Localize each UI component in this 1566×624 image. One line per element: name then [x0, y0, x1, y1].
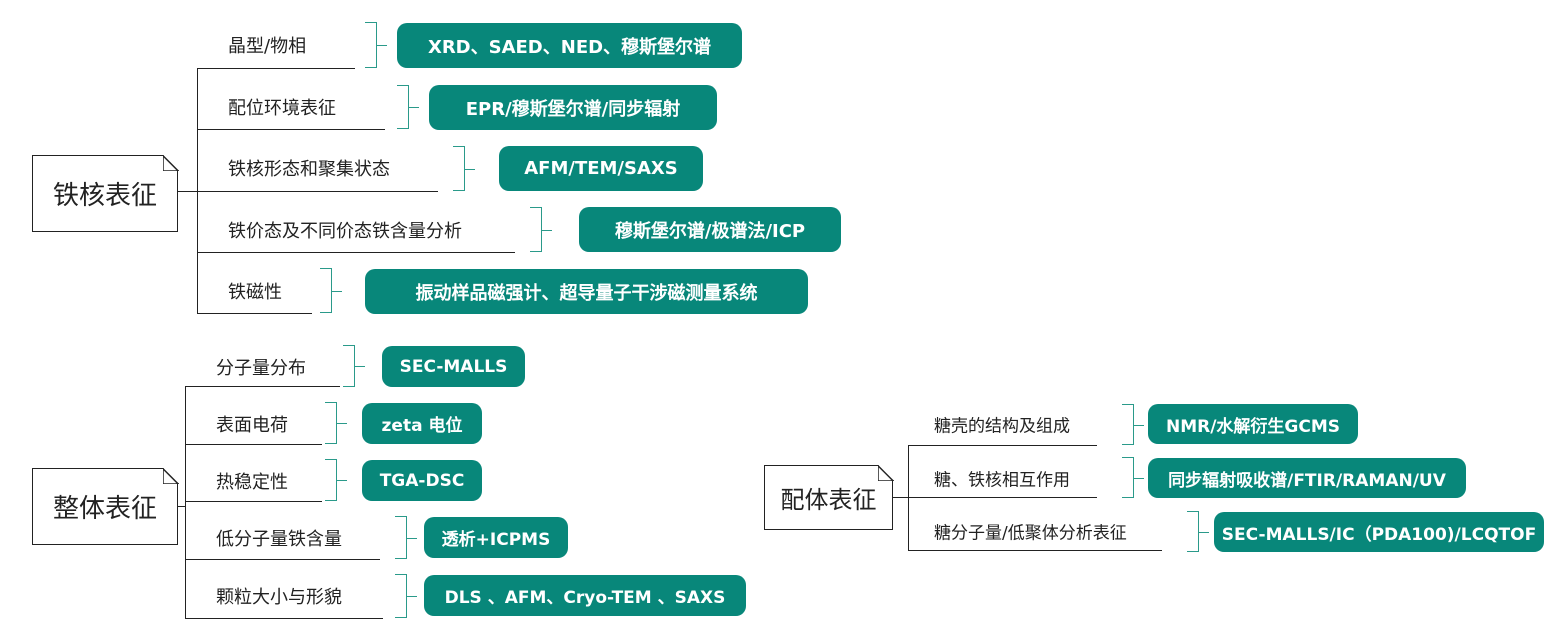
summary-bracket	[530, 207, 542, 252]
bracket-tick	[1134, 424, 1144, 426]
method-tag[interactable]: TGA-DSC	[362, 460, 482, 501]
root-topic-node[interactable]: 配体表征	[764, 464, 894, 530]
method-tag[interactable]: SEC-MALLS/IC（PDA100)/LCQTOF	[1214, 512, 1544, 552]
branch-underline	[185, 559, 380, 560]
summary-bracket	[1122, 457, 1134, 498]
method-tag[interactable]: XRD、SAED、NED、穆斯堡尔谱	[397, 23, 742, 68]
bracket-tick	[337, 480, 347, 481]
bracket-tick	[409, 107, 419, 108]
branch-underline	[185, 501, 322, 502]
root-topic-title: 铁核表征	[52, 181, 157, 211]
branch-underline	[197, 313, 312, 314]
root-connector	[893, 497, 908, 498]
method-tag[interactable]: NMR/水解衍生GCMS	[1148, 404, 1358, 444]
branch-label[interactable]: 颗粒大小与形貌	[216, 587, 342, 608]
method-tag[interactable]: SEC-MALLS	[382, 346, 525, 387]
branch-label[interactable]: 表面电荷	[216, 415, 288, 436]
branch-trunk-line	[197, 68, 198, 313]
branch-label[interactable]: 分子量分布	[216, 358, 306, 379]
branch-label[interactable]: 配位环境表征	[228, 98, 336, 119]
branch-label[interactable]: 铁磁性	[228, 282, 282, 303]
method-tag[interactable]: DLS 、AFM、Cryo-TEM 、SAXS	[424, 575, 746, 616]
summary-bracket	[365, 22, 377, 68]
method-tag[interactable]: 透析+ICPMS	[424, 517, 568, 558]
branch-underline	[185, 444, 322, 445]
branch-underline	[197, 68, 355, 69]
branch-label[interactable]: 低分子量铁含量	[216, 529, 342, 550]
folded-corner-icon	[877, 464, 894, 481]
branch-label[interactable]: 糖分子量/低聚体分析表征	[934, 523, 1127, 544]
branch-label[interactable]: 铁价态及不同价态铁含量分析	[228, 221, 462, 242]
method-tag[interactable]: 振动样品磁强计、超导量子干涉磁测量系统	[365, 269, 808, 314]
folded-corner-icon	[162, 154, 179, 171]
branch-underline	[197, 191, 438, 192]
summary-bracket	[343, 345, 355, 387]
method-tag[interactable]: EPR/穆斯堡尔谱/同步辐射	[429, 85, 717, 130]
summary-bracket	[325, 459, 337, 501]
branch-underline	[908, 497, 1097, 498]
summary-bracket	[1187, 511, 1199, 552]
bracket-tick	[332, 290, 342, 292]
branch-trunk-line	[185, 386, 186, 618]
summary-bracket	[1122, 404, 1134, 445]
branch-underline	[908, 550, 1162, 551]
method-tag[interactable]: zeta 电位	[362, 403, 482, 444]
branch-underline	[908, 445, 1097, 446]
summary-bracket	[453, 146, 465, 191]
root-connector	[178, 506, 185, 507]
root-topic-node[interactable]: 铁核表征	[32, 154, 179, 232]
root-connector	[178, 191, 197, 192]
bracket-tick	[377, 45, 387, 46]
bracket-tick	[1199, 531, 1209, 533]
summary-bracket	[395, 574, 407, 618]
summary-bracket	[395, 516, 407, 559]
method-tag[interactable]: 同步辐射吸收谱/FTIR/RAMAN/UV	[1148, 458, 1466, 498]
branch-label[interactable]: 糖、铁核相互作用	[934, 470, 1070, 491]
folded-corner-icon	[162, 467, 179, 484]
branch-label[interactable]: 热稳定性	[216, 472, 288, 493]
branch-underline	[197, 129, 385, 130]
branch-label[interactable]: 晶型/物相	[228, 36, 307, 57]
bracket-tick	[407, 537, 417, 539]
bracket-tick	[355, 366, 365, 367]
method-tag[interactable]: AFM/TEM/SAXS	[499, 146, 703, 191]
root-topic-title: 配体表征	[780, 486, 877, 514]
summary-bracket	[397, 85, 409, 129]
bracket-tick	[337, 423, 347, 424]
bracket-tick	[407, 596, 417, 597]
method-tag[interactable]: 穆斯堡尔谱/极谱法/ICP	[579, 207, 841, 252]
branch-underline	[197, 252, 515, 253]
root-topic-node[interactable]: 整体表征	[32, 467, 179, 545]
root-topic-title: 整体表征	[52, 494, 157, 524]
bracket-tick	[542, 229, 552, 231]
branch-label[interactable]: 铁核形态和聚集状态	[228, 159, 390, 180]
branch-underline	[185, 618, 383, 619]
bracket-tick	[1134, 477, 1144, 479]
summary-bracket	[320, 268, 332, 313]
bracket-tick	[465, 168, 475, 170]
branch-underline	[185, 386, 340, 387]
summary-bracket	[325, 402, 337, 444]
branch-label[interactable]: 糖壳的结构及组成	[934, 416, 1070, 437]
